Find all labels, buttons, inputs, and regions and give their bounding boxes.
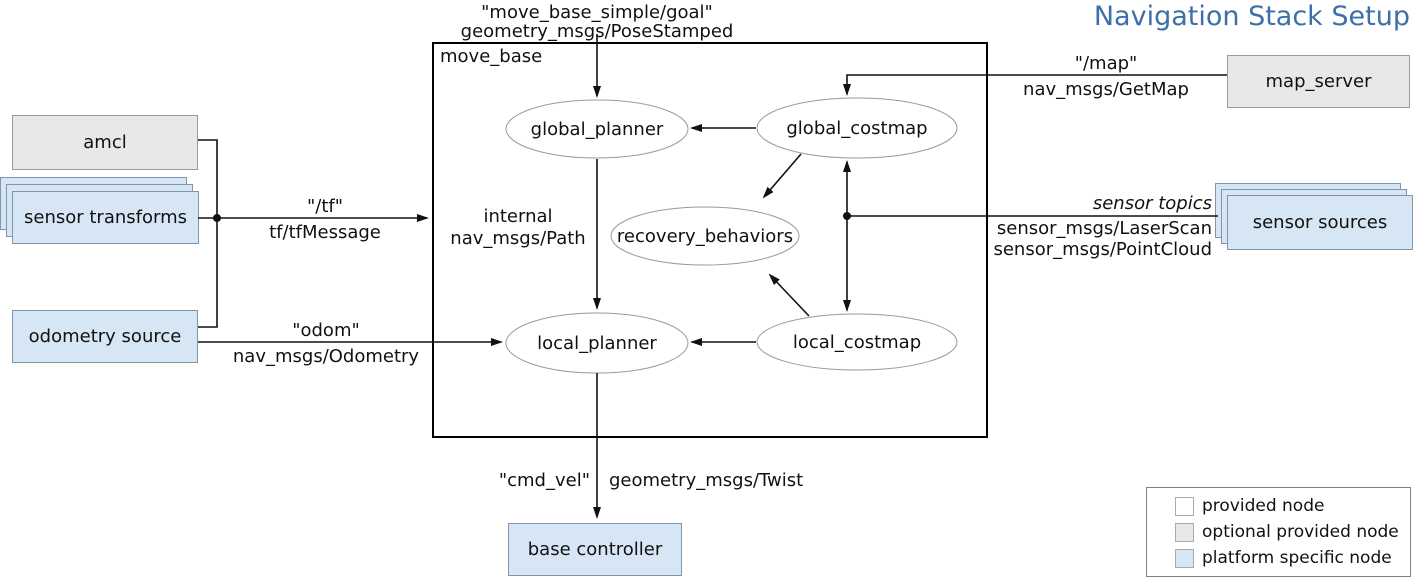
sensor-type-2-label: sensor_msgs/PointCloud — [993, 239, 1212, 260]
goal-type-label: geometry_msgs/PoseStamped — [460, 21, 734, 42]
map-type-label: nav_msgs/GetMap — [1023, 79, 1189, 100]
optional-node-swatch — [1175, 522, 1194, 542]
odom-type-label: nav_msgs/Odometry — [232, 346, 420, 367]
local-costmap-label: local_costmap — [792, 331, 922, 353]
internal-label: internal — [483, 206, 553, 227]
amcl-label: amcl — [83, 132, 127, 153]
legend-row-platform: platform specific node — [1175, 548, 1410, 568]
map-server-label: map_server — [1265, 71, 1372, 92]
amcl-node: amcl — [12, 115, 198, 170]
cmd-vel-topic-label: "cmd_vel" — [498, 470, 590, 491]
legend-label-platform: platform specific node — [1202, 548, 1392, 568]
map-topic-label: "/map" — [1074, 53, 1138, 74]
base-controller-node: base controller — [508, 523, 682, 576]
sensor-transforms-node: sensor transforms — [0, 177, 200, 245]
map-server-node: map_server — [1227, 55, 1410, 108]
odometry-source-label: odometry source — [28, 326, 182, 347]
provided-node-swatch — [1175, 496, 1194, 516]
page-title: Navigation Stack Setup — [1093, 1, 1410, 32]
left-junction-line — [198, 139, 218, 328]
sensor-sources-node: sensor sources — [1215, 183, 1413, 250]
odom-topic-label: "odom" — [292, 320, 360, 341]
sensor-sources-label: sensor sources — [1252, 212, 1388, 233]
global-costmap-label: global_costmap — [786, 117, 928, 139]
recovery-behaviors-label: recovery_behaviors — [616, 225, 794, 247]
odometry-source-node: odometry source — [12, 310, 198, 363]
sensor-type-1-label: sensor_msgs/LaserScan — [996, 218, 1212, 239]
base-controller-label: base controller — [527, 539, 663, 560]
cmd-vel-type-label: geometry_msgs/Twist — [609, 470, 804, 491]
move-base-label: move_base — [440, 46, 543, 67]
legend-row-provided: provided node — [1175, 496, 1410, 516]
goal-topic-label: "move_base_simple/goal" — [481, 2, 713, 23]
sensor-transforms-label: sensor transforms — [24, 207, 187, 228]
legend-label-optional: optional provided node — [1202, 522, 1399, 542]
sensor-topics-label: sensor topics — [1092, 193, 1212, 214]
stack-layer-front: sensor sources — [1227, 195, 1413, 250]
legend-label-provided: provided node — [1202, 496, 1325, 516]
local-planner-label: local_planner — [537, 332, 657, 354]
legend: provided node optional provided node pla… — [1146, 487, 1411, 577]
global-planner-label: global_planner — [530, 118, 664, 140]
tf-topic-label: "/tf" — [306, 196, 344, 217]
move-base-container — [432, 42, 988, 438]
tf-junction-dot — [213, 214, 221, 222]
tf-type-label: tf/tfMessage — [269, 222, 381, 243]
legend-row-optional: optional provided node — [1175, 522, 1410, 542]
platform-node-swatch — [1175, 548, 1194, 568]
internal-type-label: nav_msgs/Path — [450, 228, 586, 249]
stack-layer-front: sensor transforms — [12, 191, 199, 244]
